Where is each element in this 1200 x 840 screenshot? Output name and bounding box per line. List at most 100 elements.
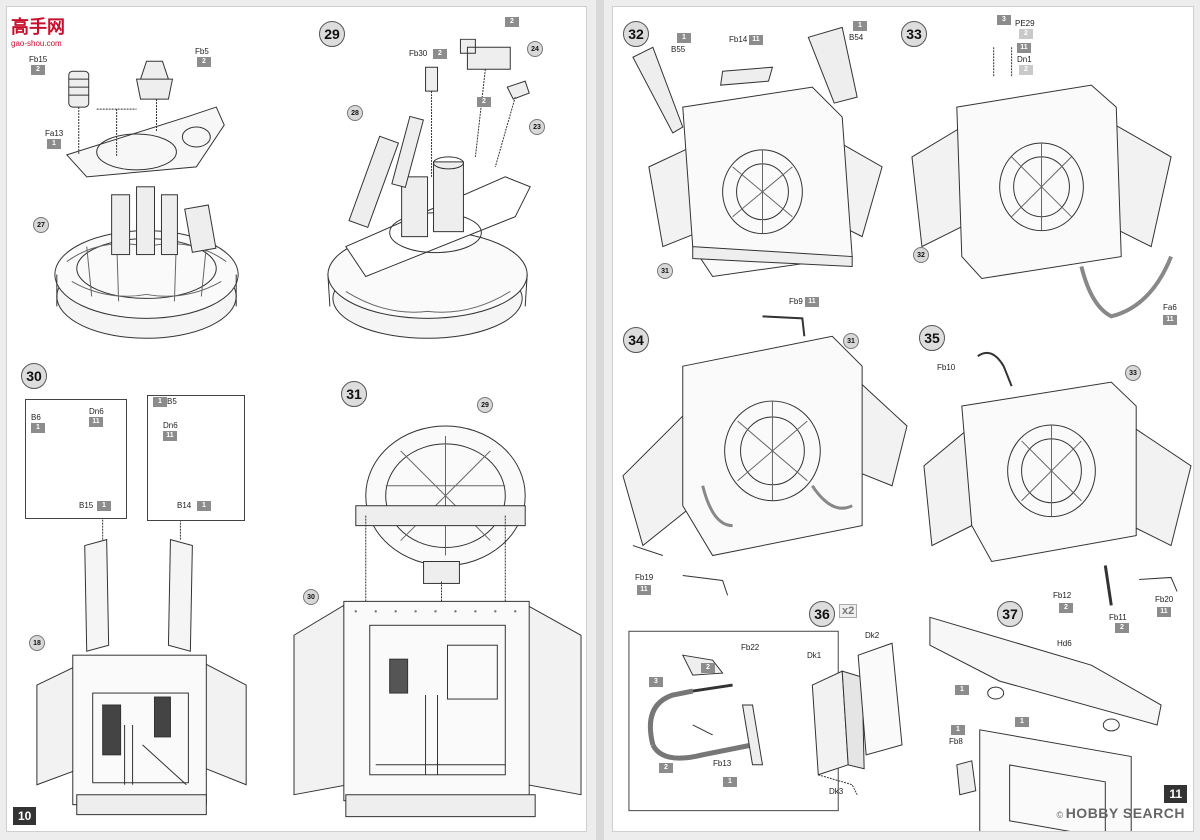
part-label: Fb11 — [1109, 613, 1127, 622]
callout-ref: 31 — [657, 263, 673, 279]
sprue-badge: 1 — [723, 777, 737, 787]
detail-inset-b6 — [25, 399, 127, 519]
detail-inset-b5 — [147, 395, 245, 521]
site-watermark-url: gao-shou.com — [11, 39, 62, 48]
sprue-badge: 11 — [1157, 607, 1171, 617]
sprue-badge: 2 — [505, 17, 519, 27]
site-watermark-title: 高手网 — [11, 17, 65, 37]
right-page-line-art — [622, 26, 1192, 831]
step-number: 31 — [341, 381, 367, 407]
site-watermark: 高手网 gao-shou.com — [11, 13, 65, 48]
step-number: 37 — [997, 601, 1023, 627]
part-label: Dk2 — [865, 631, 880, 640]
part-label: Fb12 — [1053, 591, 1072, 600]
part-label: Fb13 — [713, 759, 732, 768]
part-label: Fb15 — [29, 55, 48, 64]
sprue-badge: 3 — [649, 677, 663, 687]
callout-ref: 28 — [347, 105, 363, 121]
sprue-badge: 1 — [31, 423, 45, 433]
part-label: Fb10 — [937, 363, 956, 372]
sprue-badge: 2 — [701, 663, 715, 673]
callout-ref: 29 — [477, 397, 493, 413]
hull-engine-install-31 — [293, 425, 582, 818]
instruction-page-right: 32 33 34 35 36 x2 37 31 32 31 33 1 B55 F… — [612, 6, 1194, 832]
part-label: Hd6 — [1057, 639, 1072, 648]
book-spine — [596, 0, 604, 840]
sprue-badge: 1 — [853, 21, 867, 31]
sprue-badge: 1 — [47, 139, 61, 149]
part-label: Fb8 — [949, 737, 963, 746]
callout-ref: 24 — [527, 41, 543, 57]
sprue-badge: 11 — [749, 35, 763, 45]
part-label: B55 — [671, 45, 686, 54]
part-label: Fb20 — [1155, 595, 1174, 604]
callout-ref: 30 — [303, 589, 319, 605]
callout-ref: 23 — [529, 119, 545, 135]
step-number: 35 — [919, 325, 945, 351]
callout-ref: 18 — [29, 635, 45, 651]
hull-assembly-33 — [911, 47, 1173, 319]
part-label: Dk3 — [829, 787, 844, 796]
step-number: 36 — [809, 601, 835, 627]
sprue-badge: 1 — [955, 685, 969, 695]
left-page-line-art — [36, 38, 582, 818]
part-label: Fb30 — [409, 49, 428, 58]
callout-ref: 33 — [1125, 365, 1141, 381]
hull-assembly-32 — [632, 26, 883, 278]
part-label: Fb5 — [195, 47, 209, 56]
engine-assembly-27 — [54, 60, 239, 339]
part-label: Fa13 — [45, 129, 64, 138]
part-label: Dk1 — [807, 651, 822, 660]
sprue-badge: 1 — [677, 33, 691, 43]
sprue-badge: 3 — [997, 15, 1011, 25]
page-number: 11 — [1164, 785, 1187, 803]
sprue-badge: 11 — [89, 417, 103, 427]
page-number: 10 — [13, 807, 37, 825]
sprue-badge: 1 — [197, 501, 211, 511]
sprue-badge: 1 — [951, 725, 965, 735]
engine-assembly-29 — [327, 38, 531, 339]
sprue-badge: 2 — [1059, 603, 1073, 613]
hull-plates-30 — [36, 401, 247, 816]
quantity-multiplier: x2 — [839, 604, 858, 618]
part-label: Dn6 — [163, 421, 178, 430]
sprue-badge: 1 — [97, 501, 111, 511]
sprue-badge: 2 — [197, 57, 211, 67]
callout-ref: 27 — [33, 217, 49, 233]
step-number: 30 — [21, 363, 47, 389]
hull-assembly-35 — [923, 351, 1192, 606]
part-label: B14 — [177, 501, 192, 510]
part-label: Fb14 — [729, 35, 748, 44]
sprue-badge: 2 — [1115, 623, 1129, 633]
sprue-badge: 11 — [163, 431, 177, 441]
part-label: Fb22 — [741, 643, 760, 652]
callout-ref: 32 — [913, 247, 929, 263]
sprue-badge: 2 — [659, 763, 673, 773]
hull-floor-37 — [929, 616, 1162, 831]
callout-ref: 31 — [843, 333, 859, 349]
part-label: Fa6 — [1163, 303, 1177, 312]
sprue-badge: 11 — [1163, 315, 1177, 325]
sprue-badge: 2 — [31, 65, 45, 75]
sprue-badge: 2 — [1019, 29, 1033, 39]
part-label: B54 — [849, 33, 864, 42]
sprue-badge: 1 — [1015, 717, 1029, 727]
sprue-badge: 11 — [637, 585, 651, 595]
part-label: Dn1 — [1017, 55, 1032, 64]
part-label: PE29 — [1015, 19, 1035, 28]
sprue-badge: 2 — [1019, 65, 1033, 75]
sprue-badge: 1 — [153, 397, 167, 407]
sprue-badge: 2 — [433, 49, 447, 59]
brand-watermark: ©HOBBY SEARCH — [1056, 805, 1185, 821]
part-label: Fb9 — [789, 297, 803, 306]
sprue-badge: 2 — [477, 97, 491, 107]
step-number: 34 — [623, 327, 649, 353]
step-number: 29 — [319, 21, 345, 47]
hull-assembly-34 — [622, 315, 908, 596]
step-number: 32 — [623, 21, 649, 47]
part-label: B6 — [31, 413, 41, 422]
step-number: 33 — [901, 21, 927, 47]
part-label: Fb19 — [635, 573, 654, 582]
sprue-badge: 11 — [1017, 43, 1031, 53]
